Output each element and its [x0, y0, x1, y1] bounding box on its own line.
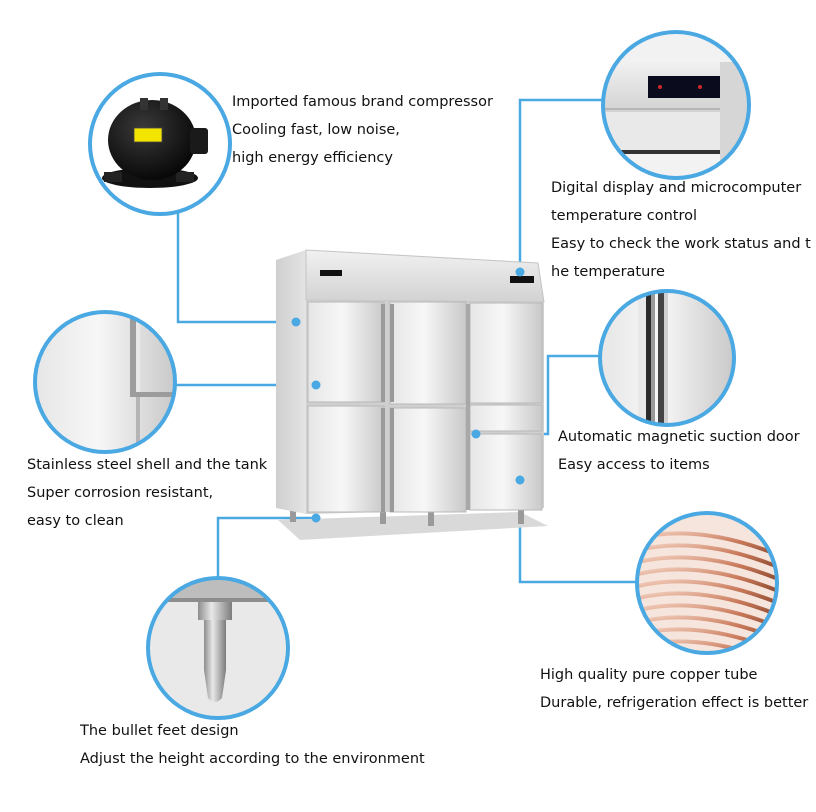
handle-1 [381, 304, 385, 402]
door-caption-line1: Automatic magnetic suction door [558, 429, 800, 445]
floor-shadow [278, 512, 548, 540]
shell-caption: Stainless steel shell and the tank Super… [27, 451, 267, 535]
cabinet-side [276, 250, 306, 514]
compressor-caption-line2: Cooling fast, low noise, [232, 122, 400, 138]
dot-door [471, 429, 481, 439]
shell-caption-line2: Super corrosion resistant, [27, 485, 214, 501]
door-bottom-2 [389, 407, 467, 513]
dot-display [515, 267, 525, 277]
compressor-caption-line1: Imported famous brand compressor [232, 94, 493, 110]
bullet-foot-icon [146, 576, 290, 720]
dot-copper [515, 475, 525, 485]
foot-right [518, 510, 524, 524]
copper-caption: High quality pure copper tube Durable, r… [540, 661, 808, 717]
display-caption-line1: Digital display and microcomputer [551, 180, 802, 196]
display-caption-line4: he temperature [551, 264, 665, 280]
drawer-top [469, 404, 543, 432]
door-gasket-icon [598, 289, 736, 427]
copper-caption-line1: High quality pure copper tube [540, 667, 758, 683]
door-caption-line2: Easy access to items [558, 457, 710, 473]
handle-5 [466, 304, 470, 510]
steel-panel-icon [33, 310, 177, 454]
feet-caption-line1: The bullet feet design [80, 723, 239, 739]
feet-caption-line2: Adjust the height according to the envir… [80, 751, 425, 767]
foot-mid-left [380, 510, 386, 524]
feet-caption: The bullet feet design Adjust the height… [80, 717, 425, 773]
digital-display-icon [601, 30, 751, 180]
header-display-right [510, 276, 534, 283]
refrigerator-illustration [276, 249, 548, 540]
display-caption-line3: Easy to check the work status and t [551, 236, 811, 252]
header-display-left [320, 270, 342, 276]
compressor-icon [88, 72, 232, 216]
door-caption: Automatic magnetic suction door Easy acc… [558, 423, 800, 479]
dot-feet [311, 513, 321, 523]
compressor-connector [176, 210, 296, 324]
door-top-1 [307, 301, 385, 403]
display-connector [518, 98, 603, 270]
compressor-caption: Imported famous brand compressor Cooling… [232, 88, 493, 172]
handle-3 [381, 408, 385, 512]
foot-left [290, 508, 296, 522]
handle-2 [390, 304, 394, 402]
handle-4 [390, 408, 394, 512]
door-top-2 [389, 301, 467, 405]
copper-caption-line2: Durable, refrigeration effect is better [540, 695, 809, 711]
shell-caption-line1: Stainless steel shell and the tank [27, 457, 268, 473]
dot-compressor [291, 317, 301, 327]
display-caption-line2: temperature control [551, 208, 698, 224]
door-top-3 [469, 302, 543, 404]
shell-caption-line3: easy to clean [27, 513, 124, 529]
copper-coil-icon [635, 511, 779, 655]
display-caption: Digital display and microcomputer temper… [551, 174, 811, 286]
foot-mid-right [428, 512, 434, 526]
drawer-bottom [469, 433, 543, 511]
door-bottom-1 [307, 405, 385, 513]
feet-connector [216, 516, 316, 578]
compressor-caption-line3: high energy efficiency [232, 150, 393, 166]
dot-shell [311, 380, 321, 390]
